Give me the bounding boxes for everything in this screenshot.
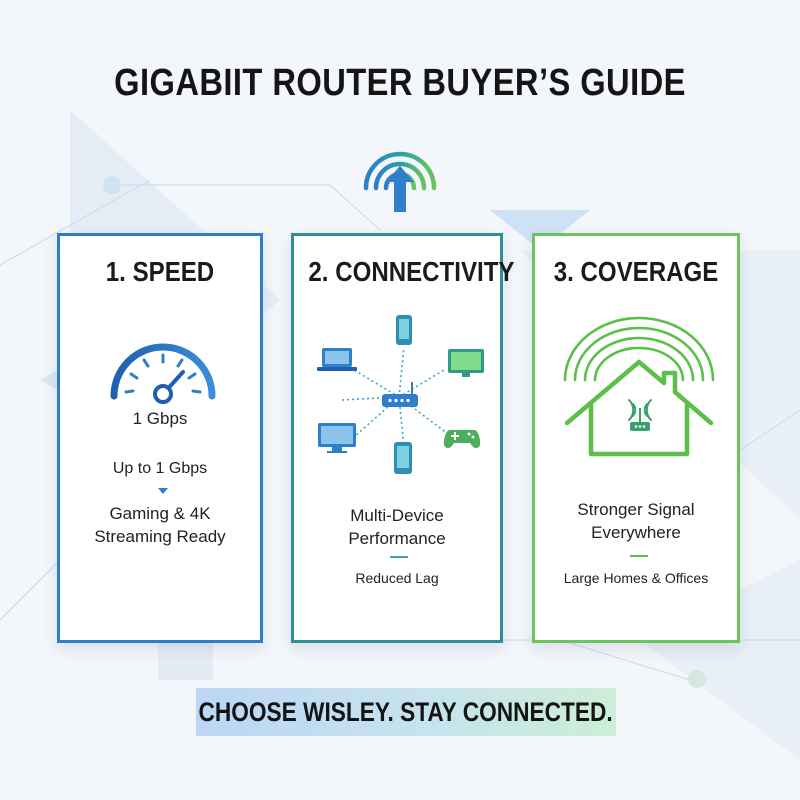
coverage-description-line-2: Everywhere — [591, 523, 681, 542]
speed-description-line-2: Streaming Ready — [94, 527, 226, 546]
gauge-value: 1 Gbps — [132, 409, 188, 428]
connectivity-card-title: 2. CONNECTIVITY — [308, 256, 515, 287]
divider — [630, 555, 648, 557]
tagline-banner: CHOOSE WISLEY. STAY CONNECTED. — [196, 688, 616, 736]
speed-line: Up to 1 Gbps — [112, 460, 208, 477]
speed-description-line-1: Gaming & 4K — [109, 504, 211, 523]
speedometer-icon — [110, 343, 216, 404]
connectivity-description-line-1: Multi-Device — [350, 506, 444, 525]
triangle-down-icon — [158, 488, 168, 494]
connectivity-description-line-2: Performance — [348, 529, 446, 548]
tagline-text: CHOOSE WISLEY. STAY CONNECTED. — [198, 696, 614, 727]
coverage-card: 3. COVERAGE Stronger Signal Everywhere L… — [532, 233, 740, 643]
wifi-upload-icon — [363, 151, 437, 212]
device-network-icon — [317, 315, 484, 474]
house-wifi-icon — [563, 316, 715, 457]
coverage-subtitle: Large Homes & Offices — [563, 570, 709, 586]
speed-description: Gaming & 4K Streaming Ready — [60, 502, 260, 548]
connectivity-subtitle: Reduced Lag — [355, 570, 439, 586]
page-title: GIGABIIT ROUTER BUYER’S GUIDE — [114, 62, 686, 104]
coverage-description: Stronger Signal Everywhere — [535, 498, 737, 544]
connectivity-card: 2. CONNECTIVITY — [291, 233, 515, 643]
speed-card: 1. SPEED 1 Gbps Up to 1 Gbps Gaming & 4K… — [57, 233, 263, 643]
coverage-card-title: 3. COVERAGE — [553, 256, 719, 287]
connectivity-description: Multi-Device Performance — [294, 504, 500, 550]
speed-card-title: 1. SPEED — [105, 256, 215, 287]
coverage-description-line-1: Stronger Signal — [577, 500, 695, 519]
divider — [390, 556, 408, 558]
